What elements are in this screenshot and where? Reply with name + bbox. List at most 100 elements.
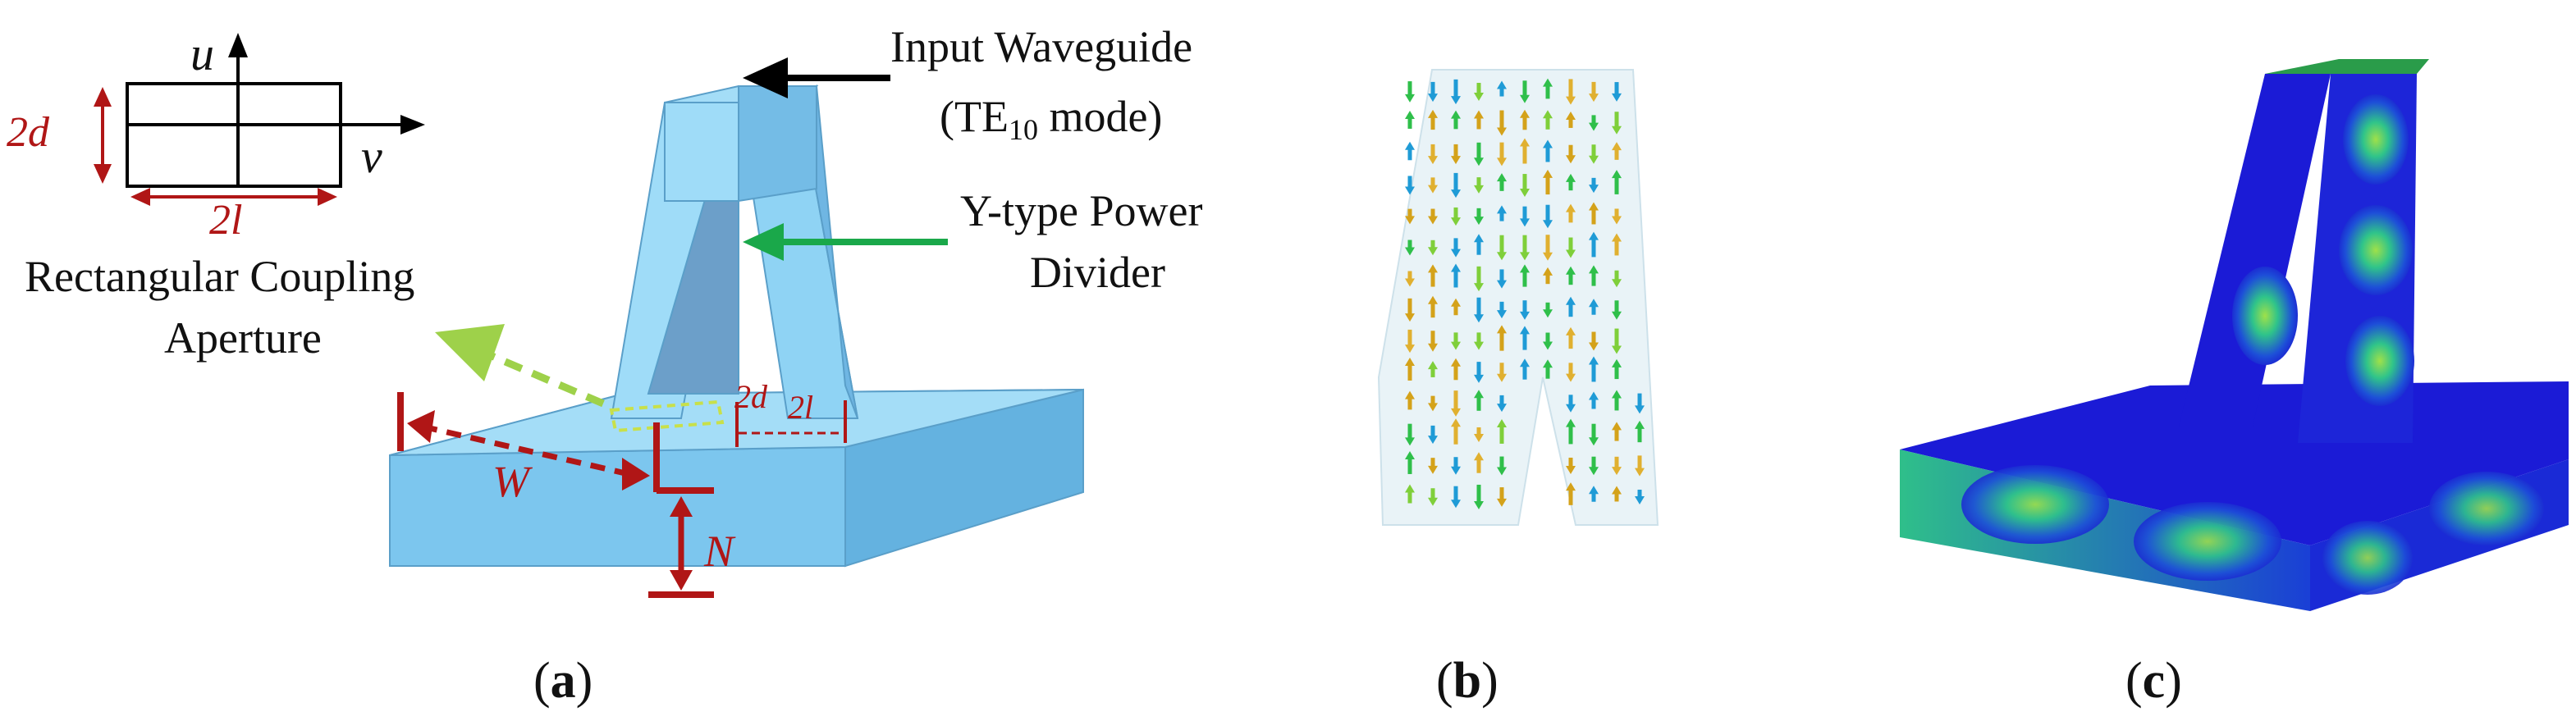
field-vector-head-icon [1497,280,1507,289]
field-vector-head-icon [1566,296,1576,305]
inset-2d-arrow-down-icon [94,164,112,184]
field-vector-head-icon [1405,216,1415,225]
field-vector-head-icon [1428,109,1438,118]
v-axis-label: v [361,130,382,183]
uv-axes-inset: u v 2d 2l [7,27,425,244]
field-vector-head-icon [1451,263,1461,272]
field-vector-head-icon [1405,345,1415,354]
n-arrow-up-icon [670,496,693,517]
field-vector-head-icon [1543,169,1553,178]
field-vector-head-icon [1497,419,1507,428]
field-vector-head-icon [1405,247,1415,256]
field-vector-head-icon [1497,325,1507,334]
field-vector-head-icon [1566,418,1576,427]
inset-2l-arrow-left-icon [130,188,150,206]
field-vector-head-icon [1612,390,1622,399]
field-vector-head-icon [1543,341,1553,350]
field-vector-head-icon [1543,267,1553,276]
caption-b: (b) [1436,653,1498,709]
field-vector-head-icon [1451,96,1461,105]
field-vector-head-icon [1451,110,1461,119]
field-vector-head-icon [1497,205,1507,214]
panel-c: (c) [1900,59,2569,709]
input-waveguide-front [664,102,739,202]
field-vector-head-icon [1589,94,1599,103]
field-base-mode-2 [2134,502,2281,581]
field-vector-head-icon [1474,185,1484,194]
field-vector-head-icon [1405,358,1415,367]
inset-2l-arrow-right-icon [318,188,337,206]
field-vector-head-icon [1497,498,1507,507]
field-vector-head-icon [1451,418,1461,427]
inset-2d-label: 2d [7,109,50,156]
field-vector-head-icon [1451,298,1461,307]
field-vector-head-icon [1589,391,1599,400]
field-vector-head-icon [1543,220,1553,229]
field-vector-head-icon [1428,343,1438,352]
field-vector-head-icon [1566,249,1576,258]
field-right-leg-mode-1 [2343,94,2409,185]
field-vector-head-icon [1543,110,1553,119]
field-vector-head-icon [1589,265,1599,274]
field-vector-head-icon [1635,420,1645,429]
field-vector-head-icon [1474,452,1484,461]
field-vector-head-icon [1543,252,1553,261]
input-waveguide-arrow-icon [743,57,788,98]
field-vector-head-icon [1589,185,1599,194]
aperture-grid-box [126,82,342,188]
field-vector-head-icon [1520,94,1530,103]
aperture-label-line2: Aperture [164,313,322,363]
field-vector-head-icon [1405,278,1415,287]
field-vector-head-icon [1635,496,1645,505]
field-vector-head-icon [1566,96,1576,105]
field-vector-head-icon [1589,437,1599,446]
panel-b: (b) [1377,69,1659,709]
field-base-mode-3 [2322,521,2413,595]
power-divider-label-line1: Y-type Power [960,186,1202,235]
u-axis-arrow-icon [228,33,248,57]
field-vector-head-icon [1474,501,1484,510]
field-vector-head-icon [1474,283,1484,292]
field-vector-head-icon [1451,358,1461,367]
field-vector-head-icon [1405,390,1415,399]
field-vector-head-icon [1405,94,1415,103]
field-vector-head-icon [1474,434,1484,443]
field-vector-head-icon [1474,217,1484,226]
field-vector-head-icon [1612,93,1622,102]
field-vector-head-icon [1497,310,1507,319]
field-vector-head-icon [1451,466,1461,475]
field-right-leg-mode-3 [2345,316,2414,406]
field-vector-head-icon [1405,437,1415,446]
field-vectors [1405,78,1645,510]
input-waveguide-side [738,85,817,203]
field-vector-head-icon [1566,404,1576,413]
field-top-face [2265,59,2429,74]
field-vector-head-icon [1451,500,1461,509]
field-vector-head-icon [1589,342,1599,351]
field-vector-head-icon [1451,217,1461,226]
field-vector-head-icon [1612,345,1622,354]
field-vector-head-icon [1612,216,1622,225]
field-vector-head-icon [1520,252,1530,261]
field-vector-head-icon [1566,112,1576,121]
field-vector-head-icon [1520,311,1530,320]
field-vector-head-icon [1543,309,1553,318]
n-arrow-down-icon [670,570,693,591]
w-arrow-right-icon [622,458,650,491]
field-base-mode-1 [1961,465,2109,544]
inset-2l-label: 2l [209,197,242,244]
field-vector-head-icon [1612,422,1622,431]
power-divider-arrow-icon [743,223,784,261]
field-vector-head-icon [1612,358,1622,367]
coupling-aperture-outline [609,399,725,433]
field-vector-head-icon [1497,127,1507,136]
field-vector-head-icon [1566,373,1576,382]
inset-2d-arrow-up-icon [94,87,112,107]
struct-2d-label: 2d [734,378,768,415]
u-axis-label: u [190,27,214,80]
field-vector-head-icon [1451,156,1461,165]
field-vector-head-icon [1428,403,1438,412]
field-vector-outline [1377,69,1659,526]
field-vector-head-icon [1474,92,1484,101]
field-vector-head-icon [1520,138,1530,147]
